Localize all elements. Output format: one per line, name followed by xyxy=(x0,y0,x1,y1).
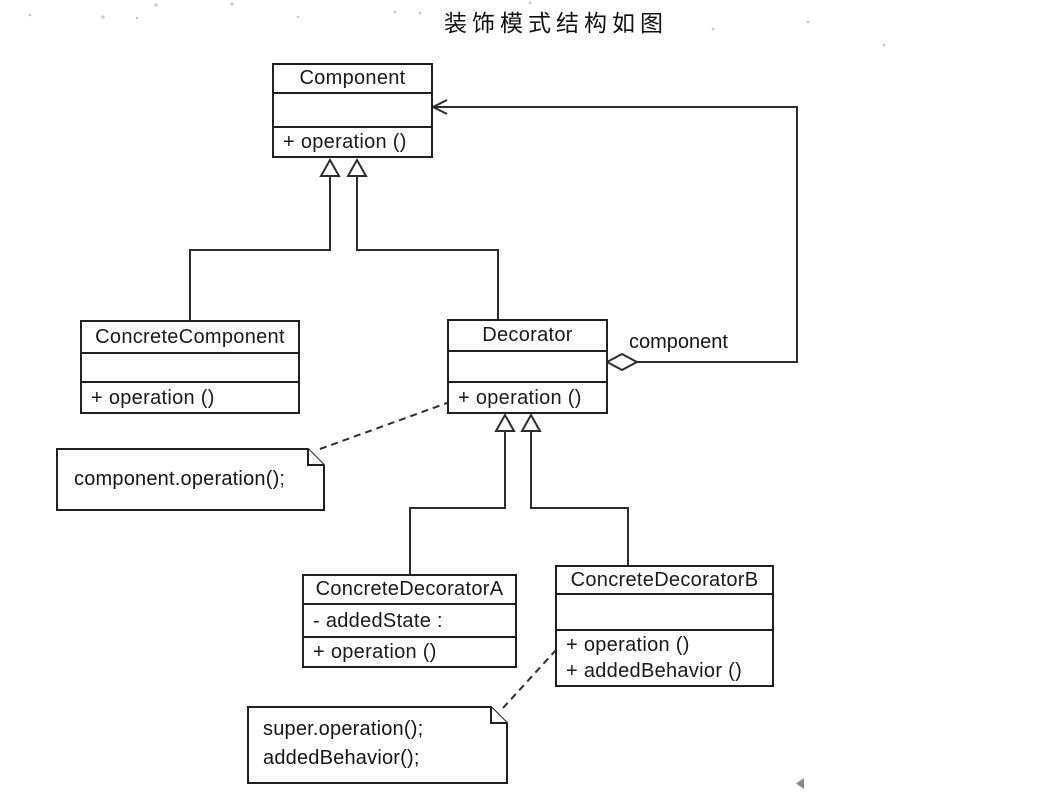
operation-label: + operation () xyxy=(566,634,690,656)
page-title: 装饰模式结构如图 xyxy=(444,11,668,36)
class-concretedecoratorb-name: ConcreteDecoratorB xyxy=(557,567,772,595)
open-arrowhead-icon xyxy=(430,99,448,115)
class-concretedecoratorb-operations: + operation () + addedBehavior () xyxy=(557,631,772,685)
operation-label: + operation () xyxy=(283,131,407,153)
cursor-artifact xyxy=(796,778,804,789)
note-link-decorator xyxy=(319,402,448,450)
class-concretecomponent: ConcreteComponent + operation () xyxy=(80,320,300,414)
class-concretecomponent-name: ConcreteComponent xyxy=(82,322,298,354)
class-concretedecoratora-operations: + operation () xyxy=(304,638,515,666)
aggregation-decorator-component xyxy=(430,99,798,372)
operation-label: + addedBehavior () xyxy=(566,660,743,682)
class-decorator-operations: + operation () xyxy=(449,383,606,412)
class-concretedecoratorb-attributes xyxy=(557,595,772,631)
class-concretecomponent-operations: + operation () xyxy=(82,383,298,412)
note-line: super.operation(); xyxy=(263,718,424,740)
note-shape-decorator xyxy=(56,448,325,511)
note-decorator-text: component.operation(); xyxy=(74,468,286,490)
note-line: addedBehavior(); xyxy=(263,747,420,769)
generalization-concretedecoratora-to-decorator xyxy=(409,412,516,574)
generalization-concretecomponent-to-component xyxy=(189,157,341,320)
class-component-operations: + operation () xyxy=(274,128,431,156)
class-decorator-attributes xyxy=(449,352,606,383)
operation-label: + operation () xyxy=(91,386,215,409)
operation-label: + operation () xyxy=(458,386,582,409)
class-decorator: Decorator + operation () xyxy=(447,319,608,414)
class-component-attributes xyxy=(274,94,431,128)
note-fold-icon xyxy=(490,707,507,724)
note-link-decoratorb xyxy=(502,649,557,709)
attribute-label: - addedState : xyxy=(313,609,443,632)
class-concretedecoratorb: ConcreteDecoratorB + operation () + adde… xyxy=(555,565,774,687)
generalization-concretedecoratorb-to-decorator xyxy=(520,412,629,565)
class-decorator-name: Decorator xyxy=(449,321,606,352)
aggregation-diamond-icon xyxy=(604,352,640,372)
class-concretecomponent-attributes xyxy=(82,354,298,383)
operation-label: + operation () xyxy=(313,641,437,663)
class-component: Component + operation () xyxy=(272,63,433,158)
scan-artifacts xyxy=(28,1,886,47)
class-component-name: Component xyxy=(274,65,431,94)
note-shape-decoratorb xyxy=(247,706,508,784)
class-concretedecoratora-name: ConcreteDecoratorA xyxy=(304,576,515,605)
note-fold-icon xyxy=(307,449,324,466)
class-concretedecoratora-attributes: - addedState : xyxy=(304,605,515,638)
aggregation-role-label: component xyxy=(629,331,728,353)
generalization-decorator-to-component xyxy=(346,157,499,319)
note-decoratorb-text: super.operation(); addedBehavior(); xyxy=(263,715,423,773)
class-concretedecoratora: ConcreteDecoratorA - addedState : + oper… xyxy=(302,574,517,668)
